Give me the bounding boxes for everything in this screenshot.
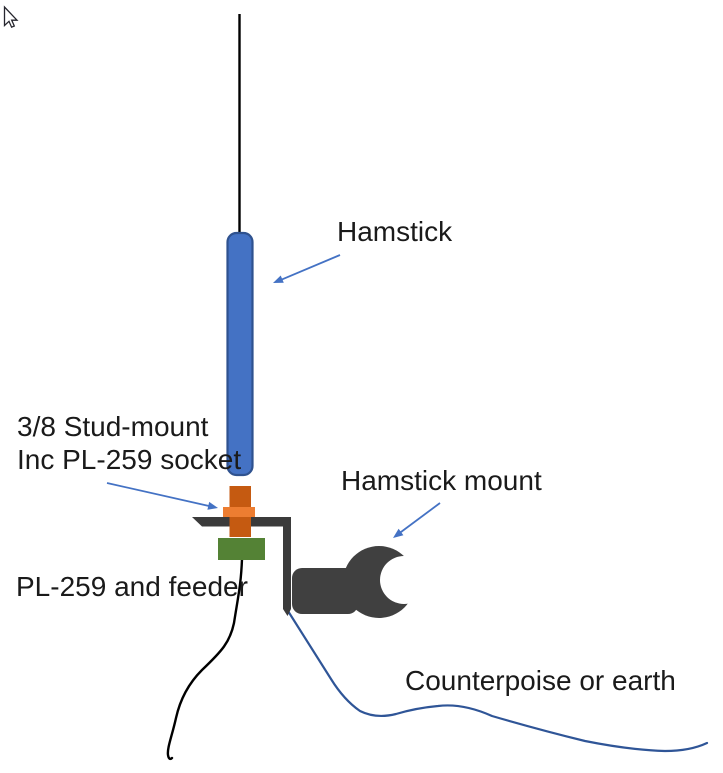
stud-callout-arrow bbox=[106, 482, 218, 510]
pl259-connector bbox=[218, 538, 265, 560]
stud-mount-label-line1: 3/8 Stud-mount bbox=[17, 411, 209, 442]
counterpoise-label: Counterpoise or earth bbox=[405, 665, 676, 696]
counterpoise-wire-line bbox=[286, 609, 709, 753]
stud-mount-label: 3/8 Stud-mount Inc PL-259 socket bbox=[17, 410, 241, 476]
stud-nut bbox=[223, 507, 255, 517]
pl259-feeder-label: PL-259 and feeder bbox=[16, 571, 248, 602]
feeder-cable-line bbox=[166, 557, 244, 761]
mouse-pointer-icon bbox=[3, 5, 19, 29]
hamstick-body bbox=[226, 231, 254, 477]
hamstick-callout-arrow bbox=[273, 254, 341, 283]
hamstick-label: Hamstick bbox=[337, 216, 453, 247]
stud-mount-label-line2: Inc PL-259 socket bbox=[17, 444, 242, 475]
hamstick-mount-label: Hamstick mount bbox=[341, 465, 542, 496]
clamp-body bbox=[292, 568, 358, 614]
mount-callout-arrow bbox=[393, 502, 441, 538]
clamp-ring-opening bbox=[380, 556, 428, 604]
